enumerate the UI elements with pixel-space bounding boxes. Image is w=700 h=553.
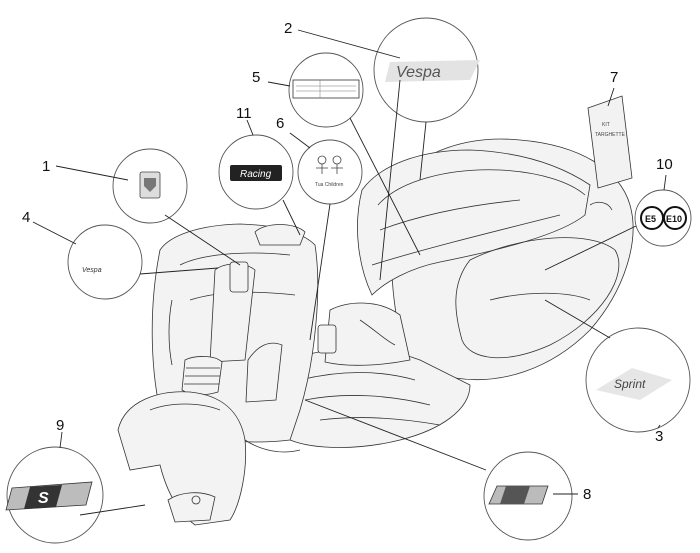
racing-decal: Racing <box>240 169 272 180</box>
callout-number-6: 6 <box>276 115 284 132</box>
children-figures-icon <box>316 155 343 174</box>
callout-number-10: 10 <box>656 156 673 173</box>
scooter-drawing <box>117 138 634 526</box>
sprint-decal: Sprint <box>614 377 646 391</box>
callout-number-4: 4 <box>22 209 30 226</box>
info-label-decal <box>292 79 360 99</box>
callout-number-2: 2 <box>284 20 292 37</box>
callout-4-detail: Vespa <box>67 224 143 300</box>
callout-number-3: 3 <box>655 428 663 445</box>
callout-number-8: 8 <box>583 486 591 503</box>
callout-1-detail <box>112 148 188 224</box>
callout-10-detail: E5 E10 <box>634 189 692 247</box>
kit-line1: KIT <box>602 122 610 128</box>
center-tunnel <box>324 302 411 366</box>
callout-3-detail: Sprint <box>585 327 691 433</box>
callout-7-detail: KIT TARGHETTE <box>587 95 633 189</box>
callout-number-1: 1 <box>42 158 50 175</box>
child-text-decal: Tua Children <box>315 182 344 188</box>
callout-number-7: 7 <box>610 69 618 86</box>
callout-numbers: 1 2 3 4 5 6 7 8 9 10 11 <box>22 20 673 503</box>
callout-number-11: 11 <box>236 105 252 122</box>
callout-11-detail: Racing <box>218 134 294 210</box>
callout-number-9: 9 <box>56 417 64 434</box>
callout-number-5: 5 <box>252 69 260 86</box>
callout-5-detail <box>288 52 364 128</box>
s-badge-text: S <box>38 490 49 507</box>
shield-decal-icon <box>139 171 161 199</box>
vespa-script-decal: Vespa <box>82 267 102 274</box>
callout-8-detail <box>483 451 573 541</box>
callout-9-detail: S <box>5 446 104 544</box>
callout-6-detail: Tua Children <box>297 139 363 205</box>
callout-2-detail: Vespa <box>373 17 480 123</box>
e10-badge <box>663 206 687 230</box>
decal-kit-bag <box>587 95 633 189</box>
side-cover <box>455 237 620 359</box>
headset <box>254 224 306 246</box>
e10-text: E10 <box>666 214 682 224</box>
euro5-text: E5 <box>645 214 656 224</box>
kit-line2: TARGHETTE <box>595 132 626 138</box>
vespa-chrome-decal: Vespa <box>396 64 441 81</box>
storage-compartment <box>357 149 591 296</box>
leader-lines <box>32 29 667 516</box>
